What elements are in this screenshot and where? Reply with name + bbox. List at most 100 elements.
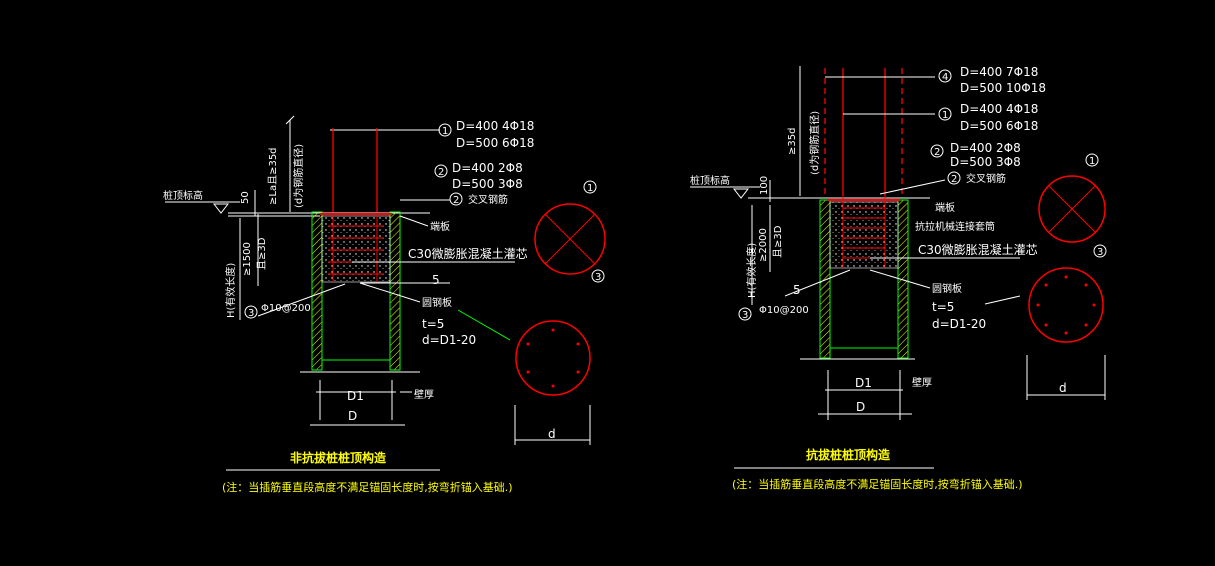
left-sec-c1: 1 [587, 183, 593, 194]
right-end-plate-label: 端板 [935, 201, 955, 214]
right-pile-wall-left [819, 199, 831, 359]
left-end-plate-leader [399, 215, 429, 227]
left-section-dot-rebars [526, 328, 580, 388]
left-section-cross [534, 203, 606, 275]
left-callout2b-circle [449, 192, 463, 206]
right-callout4-l2: D=500 10Φ18 [960, 81, 1046, 95]
right-section-dot-rebars [1036, 275, 1096, 335]
left-callout3-text: Φ10@200 [261, 303, 311, 314]
right-note: (注：当插筋垂直段高度不满足锚固长度时,按弯折锚入基础.) [732, 477, 1023, 491]
left-callout2b-num: 2 [453, 195, 459, 206]
right-callout4-l1: D=400 7Φ18 [960, 65, 1038, 79]
left-title: 非抗拔桩桩顶构造 [290, 450, 387, 465]
left-callout1-circle [438, 123, 452, 137]
right-h-label: H(有效长度) [745, 243, 758, 298]
left-h-label: H(有效长度) [224, 263, 237, 318]
left-level-triangle-icon [212, 203, 230, 214]
left-ring-arrow [457, 309, 511, 341]
right-callout1-l1: D=400 4Φ18 [960, 102, 1038, 116]
left-callout1-l2: D=500 6Φ18 [456, 136, 534, 150]
right-callout2-l2: D=500 3Φ8 [950, 155, 1021, 169]
right-callout4-circle [938, 69, 952, 83]
left-pile-wall-left [311, 211, 323, 371]
right-dsmall: d [1059, 381, 1067, 395]
right-cross-bars [842, 196, 886, 268]
right-rebars [824, 68, 903, 196]
right-pile-top-label: 桩顶标高 [690, 174, 730, 187]
right-sec-c3: 3 [1097, 247, 1103, 258]
right-dim-2000: ≥2000 [758, 228, 769, 262]
left-callout3-circle [244, 305, 258, 319]
left-t5: t=5 [422, 317, 444, 331]
left-note: (注：当插筋垂直段高度不满足锚固长度时,按弯折锚入基础.) [222, 480, 513, 494]
right-t5: t=5 [932, 300, 954, 314]
left-callout2-num: 2 [438, 167, 444, 178]
right-dim-100: 100 [759, 176, 770, 195]
right-ring-leader [869, 269, 931, 289]
right-la-label: ≥35d [787, 128, 798, 155]
right-callout3-text: Φ10@200 [759, 305, 809, 316]
right-five: 5 [793, 283, 801, 297]
right-section-cross-2 [1048, 185, 1096, 233]
left-end-plate-label: 端板 [430, 220, 450, 233]
right-title: 抗拔桩桩顶构造 [806, 447, 891, 462]
left-la-label: ≥La且≥35d [267, 147, 279, 205]
right-callout2-l1: D=400 2Φ8 [950, 141, 1021, 155]
right-core-concrete [829, 201, 899, 269]
left-la-sub: (d为钢筋直径) [292, 144, 305, 208]
left-callout3-num: 3 [248, 308, 254, 319]
right-callout1-l2: D=500 6Φ18 [960, 119, 1038, 133]
right-sec-callout3-circle [1093, 244, 1107, 258]
left-five: 5 [432, 273, 440, 287]
right-callout3-circle [738, 307, 752, 321]
left-pile-wall-right [389, 211, 401, 371]
left-sec-callout3-circle [591, 269, 605, 283]
right-callout2-num: 2 [934, 147, 940, 158]
left-callout3-leader [257, 283, 346, 317]
right-callout2b-num: 2 [951, 174, 957, 185]
right-callout2b-leader [879, 179, 946, 195]
left-sec-c3: 3 [595, 272, 601, 283]
left-cross-bar: 交叉钢筋 [468, 193, 508, 206]
left-pile-top-label: 桩顶标高 [163, 189, 203, 202]
right-callout1-num: 1 [942, 110, 948, 121]
right-callout2-circle [930, 144, 944, 158]
right-callout4-num: 4 [942, 72, 948, 83]
left-ring-plate: 圆钢板 [422, 296, 452, 309]
left-sec-callout1-circle [583, 180, 597, 194]
right-detail: 桩顶标高 100 ≥35d (d为钢筋直径) 4 D=400 7Φ18 D=50… [690, 65, 1107, 491]
left-callout1-l1: D=400 4Φ18 [456, 119, 534, 133]
right-pile-wall-right [897, 199, 909, 359]
left-ring-leader [359, 282, 421, 303]
right-section-dots [1028, 267, 1104, 343]
right-core-label: C30微膨胀混凝土灌芯 [918, 242, 1038, 257]
left-dsmall: d [548, 427, 556, 441]
left-callout2-circle [434, 164, 448, 178]
right-dD: D [856, 400, 865, 414]
left-section-cross-2 [544, 213, 596, 265]
left-detail: 桩顶标高 50 ≥La且≥35d (d为钢筋直径) 1 D=400 4Φ18 D… [163, 115, 606, 494]
left-callout2-l1: D=400 2Φ8 [452, 161, 523, 175]
left-section-dots [515, 320, 591, 396]
right-wall: 壁厚 [912, 376, 932, 389]
right-la-sub: (d为钢筋直径) [808, 111, 821, 175]
right-section-cross [1038, 175, 1106, 243]
right-ring-arrow [984, 295, 1021, 305]
left-la-tick-top [285, 115, 295, 125]
left-wall: 壁厚 [414, 388, 434, 401]
right-inner-wall: 抗拉机械连接套筒 [915, 220, 995, 233]
right-callout3-num: 3 [742, 310, 748, 321]
left-callout1-num: 1 [442, 126, 448, 137]
right-sec-c1: 1 [1089, 156, 1095, 167]
right-dd: d=D1-20 [932, 317, 986, 331]
right-cross-bar: 交叉钢筋 [966, 172, 1006, 185]
right-five-leader [784, 269, 851, 297]
left-core-label: C30微膨胀混凝土灌芯 [408, 246, 528, 261]
left-dD: D [348, 409, 357, 423]
right-sec-callout1-circle [1085, 153, 1099, 167]
right-level-triangle-icon [732, 188, 750, 199]
left-dim-1500: ≥1500 [242, 242, 253, 276]
left-dim-50: 50 [240, 191, 251, 204]
